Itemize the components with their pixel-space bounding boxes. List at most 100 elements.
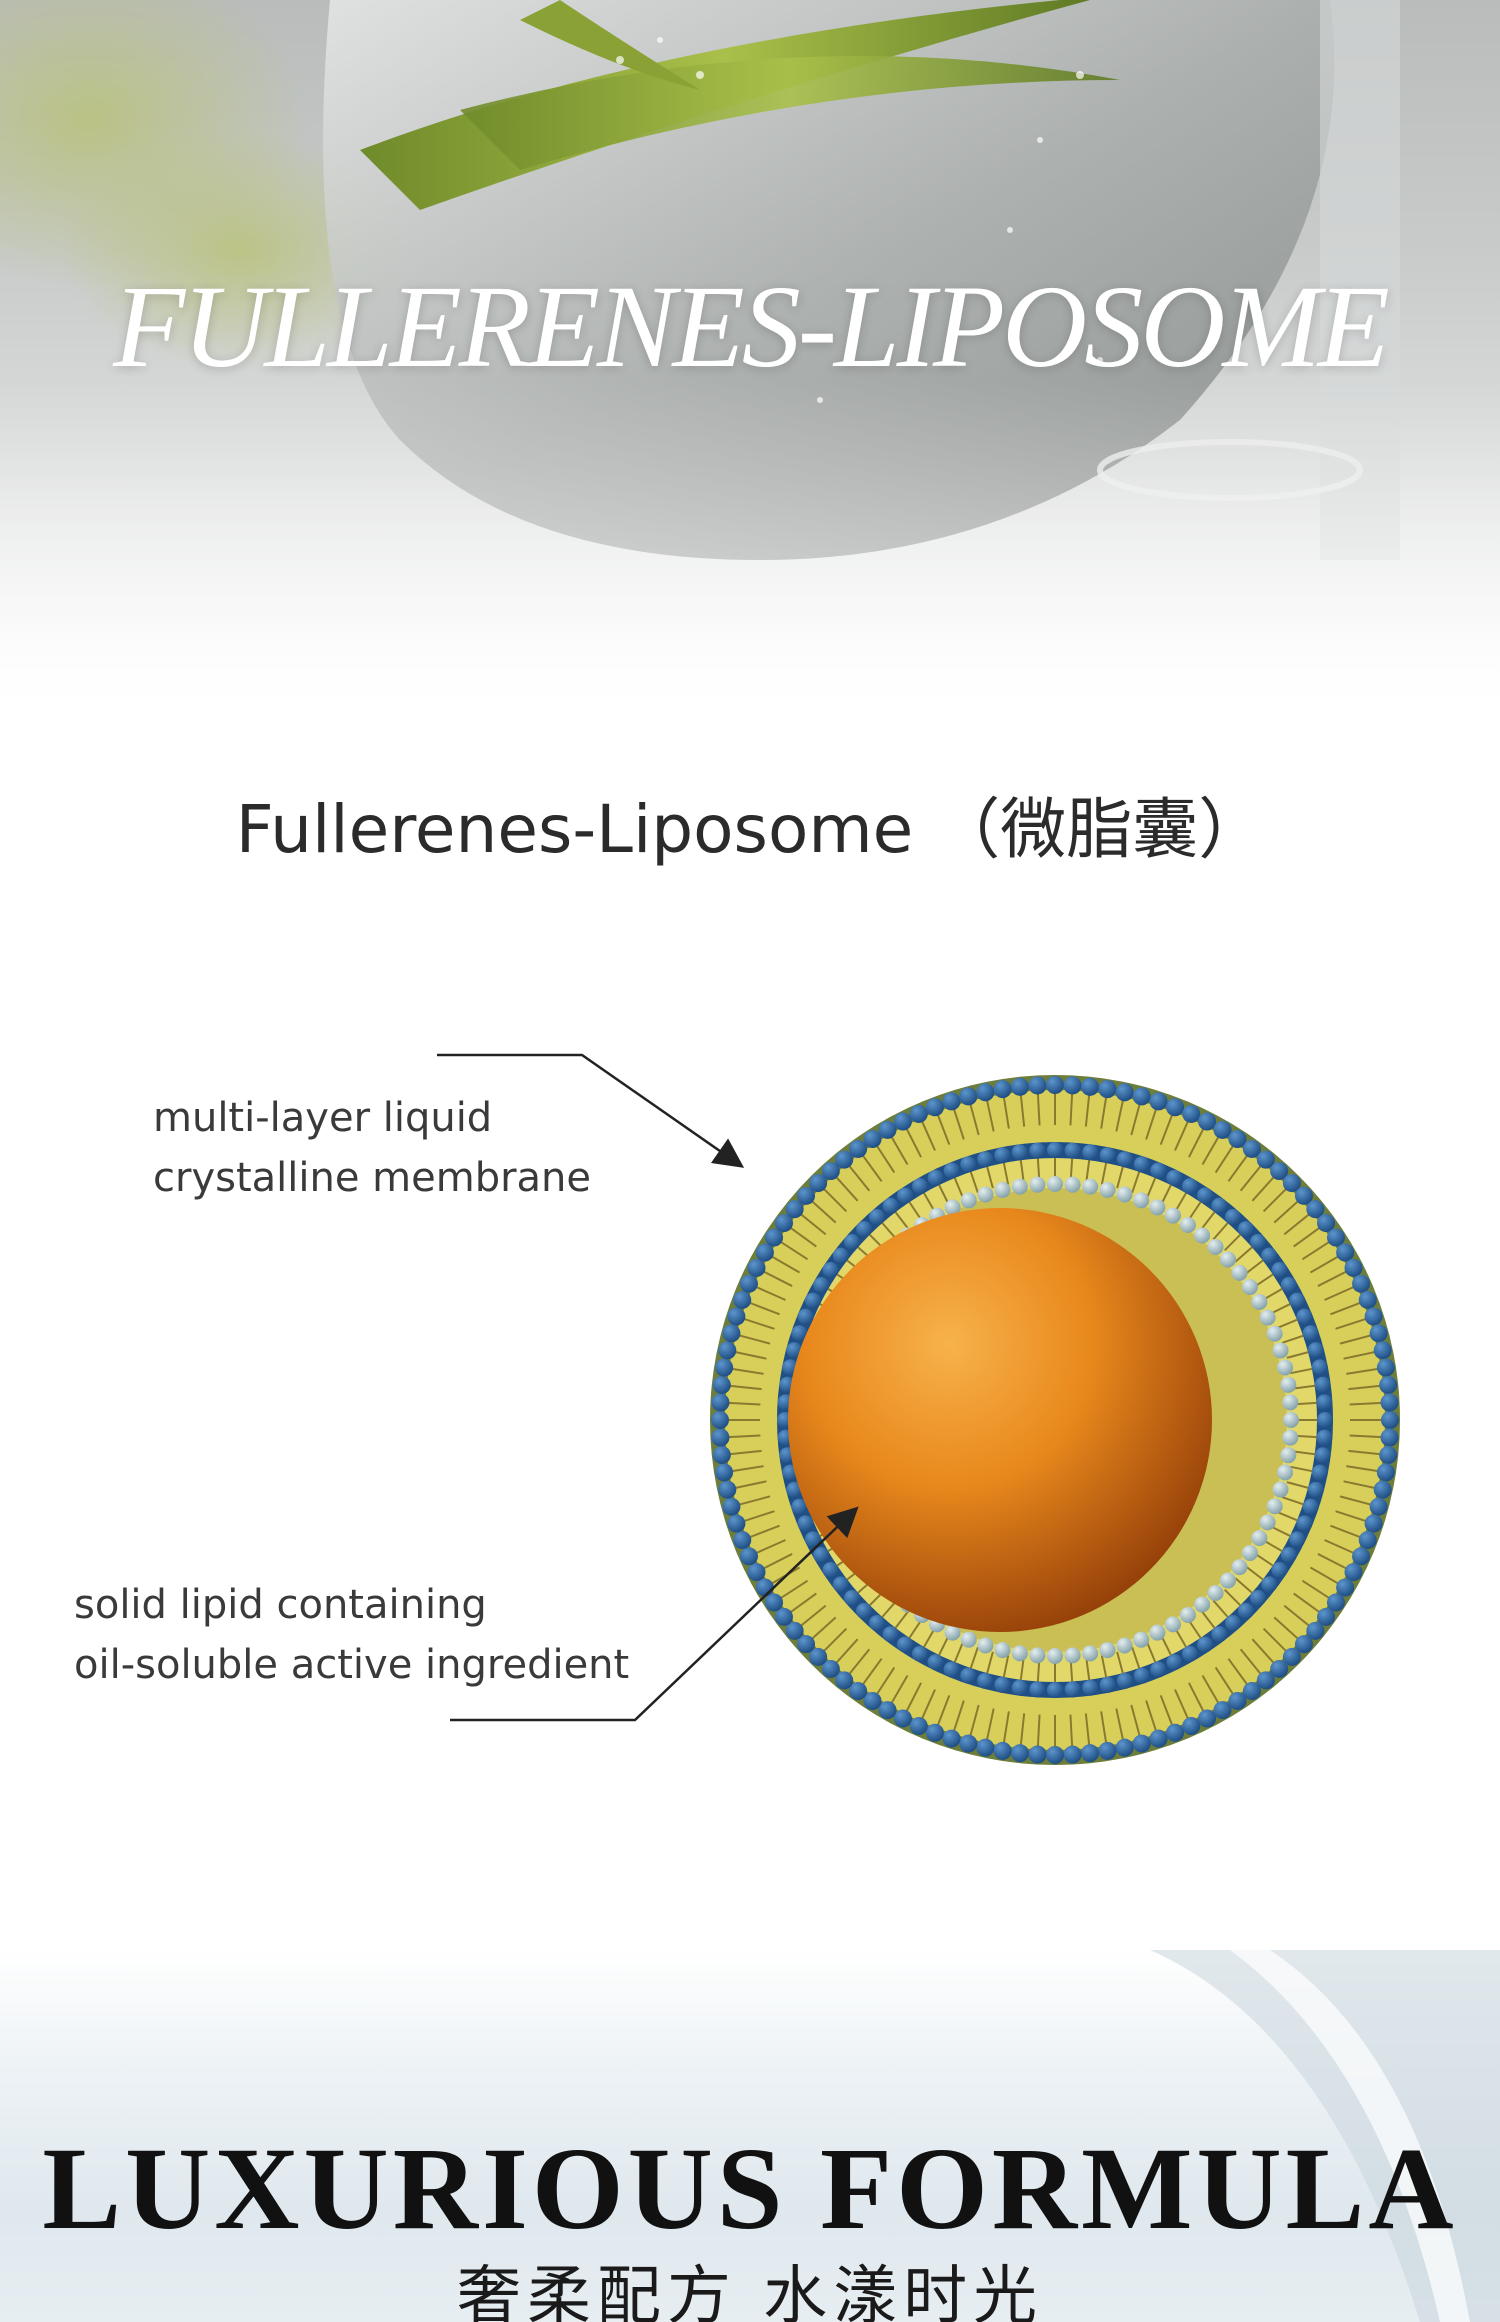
lipid-head	[1369, 1324, 1388, 1343]
lipid-head	[1242, 1139, 1261, 1158]
lipid-head	[1028, 1076, 1047, 1095]
lipid-head	[1296, 1308, 1313, 1325]
lipid-head	[821, 1162, 840, 1181]
lipid-head	[804, 1531, 821, 1548]
lipid-head	[1150, 1661, 1167, 1678]
hero-banner: FULLERENES-LIPOSOME	[0, 0, 1500, 720]
lipid-head	[1099, 1181, 1116, 1198]
lipid-head	[722, 1324, 741, 1343]
lipid-head	[1011, 1144, 1028, 1161]
lipid-head	[896, 1187, 913, 1204]
lipid-head	[1207, 1238, 1224, 1255]
lipid-head	[1376, 1358, 1395, 1377]
lipid-head	[1228, 1130, 1247, 1149]
lipid-head	[1358, 1531, 1377, 1550]
lipid-head	[785, 1621, 804, 1640]
lipid-head	[1046, 1076, 1064, 1094]
lipid-head	[718, 1480, 737, 1499]
lipid-head	[909, 1104, 928, 1123]
lipid-head	[1307, 1342, 1324, 1359]
lipid-head	[844, 1233, 861, 1250]
lipid-head	[1282, 1174, 1301, 1193]
lipid-head	[1064, 1176, 1081, 1193]
lipid-head	[1029, 1176, 1046, 1193]
lipid-head	[844, 1590, 861, 1607]
fade-overlay	[0, 380, 1500, 720]
lipid-head	[774, 1607, 793, 1626]
core-label-line: solid lipid containing	[74, 1582, 487, 1628]
lipid-head	[1311, 1359, 1328, 1376]
lipid-head	[1381, 1411, 1399, 1429]
lipid-head	[1302, 1498, 1319, 1515]
lipid-head	[1082, 1645, 1099, 1662]
lipid-head	[1228, 1691, 1247, 1710]
lipid-head	[1198, 1709, 1217, 1728]
lipid-head	[765, 1228, 784, 1247]
membrane-label-line: crystalline membrane	[153, 1155, 592, 1201]
lipid-head	[1099, 1147, 1116, 1164]
lipid-head	[1280, 1277, 1297, 1293]
lipid-head	[1231, 1264, 1248, 1281]
lipid-head	[1326, 1228, 1345, 1247]
lipid-head	[977, 1637, 994, 1654]
lipid-head	[1211, 1626, 1228, 1643]
lipid-head	[1272, 1342, 1289, 1359]
lipid-head	[797, 1308, 814, 1325]
lipid-head	[1280, 1547, 1297, 1563]
lipid-head	[1261, 1247, 1278, 1264]
lipid-head	[994, 1676, 1011, 1693]
lipid-head	[1207, 1585, 1224, 1602]
lipid-head	[1179, 1217, 1196, 1234]
lipid-head	[993, 1080, 1012, 1099]
lipid-head	[1270, 1659, 1289, 1678]
lipid-head	[1241, 1279, 1258, 1296]
leaf	[520, 0, 700, 90]
lipid-head	[1149, 1729, 1168, 1748]
lipid-head	[994, 1147, 1011, 1164]
lipid-head	[711, 1393, 730, 1412]
lipid-head	[733, 1290, 752, 1309]
lipid-head	[882, 1197, 899, 1214]
lipid-head	[1317, 1214, 1336, 1233]
lipid-head	[868, 1614, 885, 1631]
lipid-head	[1266, 1498, 1283, 1515]
lipid-head	[1179, 1606, 1196, 1623]
lipid-head	[1063, 1745, 1082, 1764]
lipid-head	[942, 1092, 961, 1111]
lipid-head	[1316, 1429, 1333, 1446]
lipid-head	[943, 1661, 960, 1678]
lipid-head	[1047, 1682, 1063, 1698]
lipid-head	[960, 1667, 977, 1684]
lipid-head	[1166, 1654, 1183, 1671]
lipid-head	[1302, 1325, 1319, 1342]
lipid-head	[960, 1192, 977, 1209]
lipid-head	[1166, 1723, 1185, 1742]
lipid-head	[832, 1576, 849, 1593]
lipid-head	[1373, 1480, 1392, 1499]
membrane-label-line: multi-layer liquid	[153, 1095, 493, 1141]
lipid-head	[1326, 1593, 1345, 1612]
lipid-head	[1251, 1530, 1268, 1546]
lipid-head	[1369, 1497, 1388, 1516]
lipid-head	[1063, 1076, 1082, 1095]
lipid-head	[1098, 1080, 1117, 1099]
lipid-head	[912, 1178, 928, 1195]
lipid-head	[1149, 1092, 1168, 1111]
lipid-head	[1182, 1645, 1198, 1662]
lipid-head	[1047, 1648, 1063, 1664]
lipid-head	[1115, 1738, 1134, 1757]
lipid-head	[976, 1083, 995, 1102]
lipid-head	[1225, 1209, 1242, 1226]
lipid-head	[849, 1139, 868, 1158]
lipid-head	[739, 1274, 758, 1293]
lipid-head	[1082, 1178, 1099, 1195]
lipid-head	[1011, 1645, 1028, 1662]
lipid-head	[977, 1672, 994, 1689]
lipid-head	[1379, 1375, 1398, 1394]
lipid-head	[1099, 1642, 1116, 1659]
lipid-head	[1259, 1309, 1276, 1326]
lipid-head	[1211, 1197, 1228, 1214]
lipid-head	[1197, 1636, 1214, 1653]
lipid-head	[1289, 1292, 1306, 1309]
lipid-head	[1373, 1341, 1392, 1360]
